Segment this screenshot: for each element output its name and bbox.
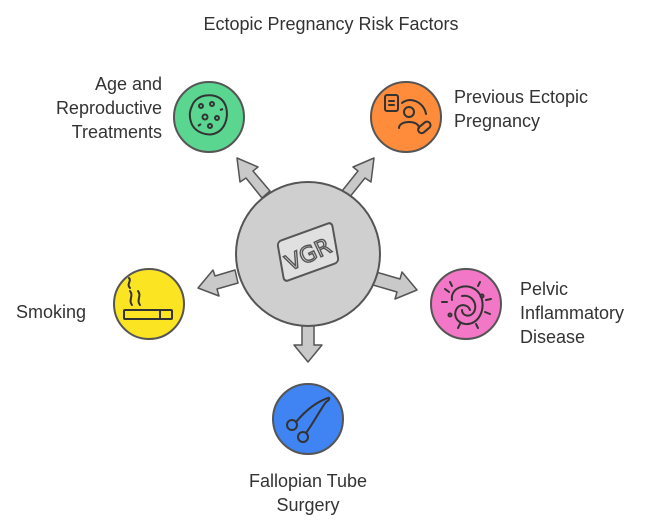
- label-previous: Previous Ectopic Pregnancy: [454, 87, 589, 131]
- label-smoking: Smoking: [16, 302, 87, 322]
- factor-pid: [430, 268, 502, 340]
- factor-previous: [370, 81, 442, 153]
- arrow-to-previous: [341, 157, 375, 199]
- label-age: Age and Reproductive Treatments: [55, 74, 162, 142]
- label-surgery: Fallopian Tube Surgery: [248, 471, 368, 515]
- factor-age: [173, 81, 245, 153]
- diagram-title: Ectopic Pregnancy Risk Factors: [203, 14, 459, 34]
- arrow-to-smoking: [197, 269, 239, 297]
- medical-record-icon: [384, 94, 432, 135]
- cigarette-icon: [123, 277, 173, 320]
- arrow-to-surgery: [293, 324, 323, 363]
- factor-smoking: [113, 268, 185, 340]
- center-plate: [276, 222, 340, 282]
- arrow-to-age: [236, 157, 271, 199]
- label-pid: Pelvic Inflammatory Disease: [520, 279, 625, 347]
- surgical-scissors-icon: [286, 396, 331, 443]
- factor-surgery: [272, 383, 344, 455]
- microbe-cell-icon: [188, 94, 228, 136]
- arrow-to-pid: [372, 271, 418, 300]
- bacteria-icon: [441, 281, 492, 329]
